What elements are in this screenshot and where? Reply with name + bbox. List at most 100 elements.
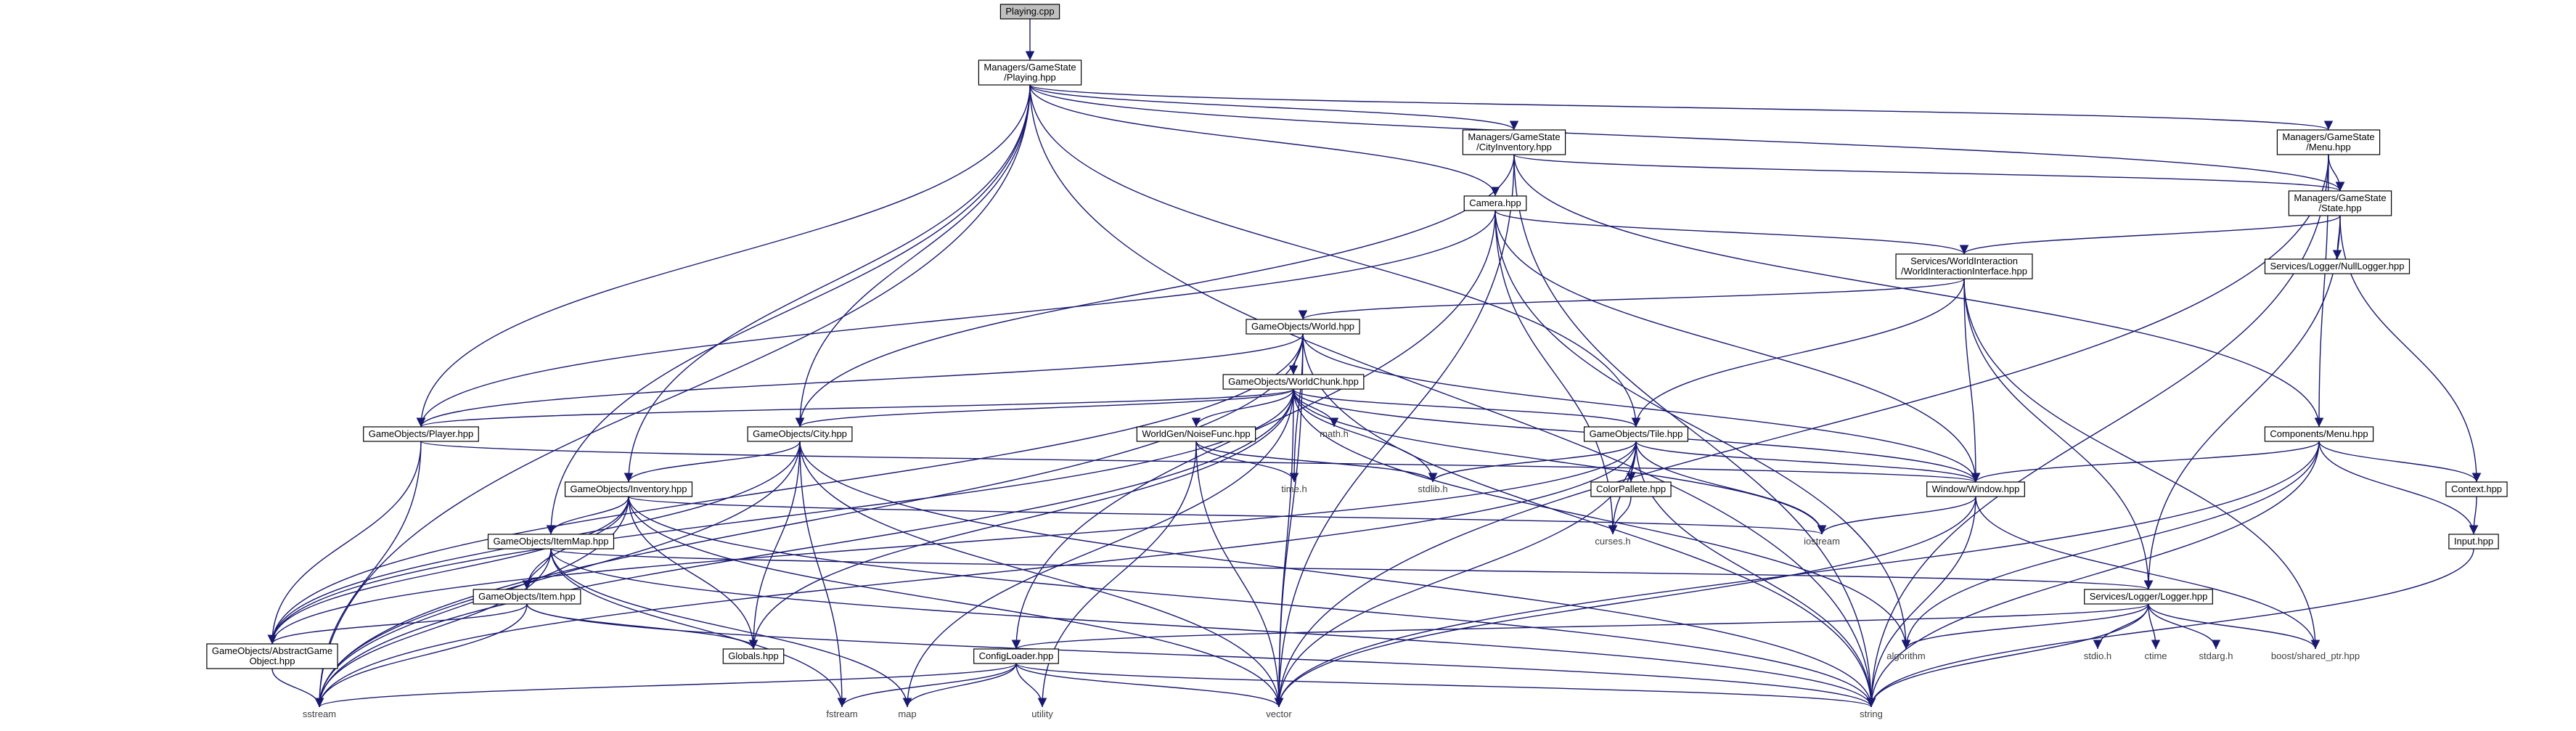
edge-configloader-hpp-to-map — [902, 663, 1017, 708]
node-vector[interactable]: vector — [1261, 707, 1296, 722]
node-label: /State.hpp — [2318, 203, 2361, 213]
edge-camera-hpp-to-curses-h — [1495, 210, 1618, 535]
node-globals-hpp[interactable]: Globals.hpp — [722, 648, 785, 664]
edge-logger-hpp-to-stdarg-h — [2148, 603, 2221, 650]
node-menu-hpp[interactable]: Managers/GameState/Menu.hpp — [2276, 129, 2381, 155]
node-shared-ptr-hpp[interactable]: boost/shared_ptr.hpp — [2266, 649, 2365, 663]
edge-colorpallete-hpp-to-curses-h — [1608, 496, 1632, 535]
node-logger-hpp[interactable]: Services/Logger/Logger.hpp — [2084, 589, 2213, 605]
edge-window-hpp-to-vector — [1274, 496, 1976, 708]
node-box — [2264, 426, 2374, 442]
edge-inventory-hpp-to-itemmap-hpp — [546, 496, 629, 535]
node-math-h[interactable]: math.h — [1314, 427, 1354, 441]
node-item-hpp[interactable]: GameObjects/Item.hpp — [473, 589, 581, 605]
node-label: Managers/GameState — [2294, 192, 2386, 203]
edge-city-hpp-to-inventory-hpp — [623, 441, 801, 483]
node-itemmap-hpp[interactable]: GameObjects/ItemMap.hpp — [487, 534, 615, 550]
node-fstream[interactable]: fstream — [821, 707, 862, 722]
edge-tile-hpp-to-iostream — [1635, 441, 1827, 535]
edge-tile-hpp-to-abstractgo-hpp — [267, 441, 1637, 645]
node-box — [473, 589, 581, 605]
node-label: curses.h — [1595, 536, 1630, 547]
edge-playing-hpp-to-cityinv-hpp — [1029, 84, 1519, 131]
edge-window-hpp-to-string — [1866, 496, 1976, 708]
node-label: Managers/GameState — [984, 62, 1076, 73]
node-player-hpp[interactable]: GameObjects/Player.hpp — [363, 426, 479, 442]
edge-window-hpp-to-iostream — [1817, 496, 1976, 535]
edge-configloader-hpp-to-string — [1015, 663, 1876, 708]
node-box — [1246, 319, 1360, 335]
edge-worldchunk-hpp-to-globals-hpp — [748, 388, 1294, 650]
node-city-hpp[interactable]: GameObjects/City.hpp — [747, 426, 853, 442]
node-camera-hpp[interactable]: Camera.hpp — [1463, 195, 1527, 211]
node-map[interactable]: map — [893, 707, 921, 722]
node-algorithm[interactable]: algorithm — [1881, 649, 1930, 663]
node-stdlib-h[interactable]: stdlib.h — [1412, 482, 1452, 497]
edge-worldchunk-hpp-to-city-hpp — [796, 388, 1294, 428]
node-label: GameObjects/Inventory.hpp — [571, 483, 687, 494]
node-sstream[interactable]: sstream — [298, 707, 341, 722]
edge-itemmap-hpp-to-logger-hpp — [550, 548, 2153, 590]
edge-menu-hpp-to-state-hpp — [2328, 154, 2345, 192]
node-compmenu-hpp[interactable]: Components/Menu.hpp — [2264, 426, 2374, 442]
edge-context-hpp-to-input-hpp — [2469, 496, 2479, 535]
node-stdio-h[interactable]: stdio.h — [2079, 649, 2117, 663]
node-label: /CityInventory.hpp — [1476, 142, 1552, 152]
node-tile-hpp[interactable]: GameObjects/Tile.hpp — [1583, 426, 1689, 442]
node-label: GameObjects/Tile.hpp — [1590, 428, 1683, 439]
edge-camera-hpp-to-wii-hpp — [1495, 210, 1969, 255]
node-label: Globals.hpp — [728, 650, 778, 661]
node-curses-h[interactable]: curses.h — [1590, 534, 1635, 549]
node-label: GameObjects/Item.hpp — [478, 591, 576, 602]
node-label: fstream — [826, 708, 857, 719]
edge-playing-hpp-to-string — [1029, 84, 1876, 708]
edge-configloader-hpp-to-vector — [1015, 663, 1284, 708]
edge-configloader-hpp-to-utility — [1015, 663, 1047, 708]
node-worldchunk-hpp[interactable]: GameObjects/WorldChunk.hpp — [1222, 374, 1365, 390]
node-playing-cpp[interactable]: Playing.cpp — [999, 4, 1060, 20]
node-input-hpp[interactable]: Input.hpp — [2448, 534, 2499, 550]
edge-logger-hpp-to-configloader-hpp — [1012, 603, 2149, 650]
edge-playing-hpp-to-state-hpp — [1029, 84, 2344, 192]
edge-inventory-hpp-to-string — [628, 496, 1876, 708]
node-noisefunc-hpp[interactable]: WorldGen/NoiseFunc.hpp — [1136, 426, 1256, 442]
node-box — [999, 4, 1060, 20]
node-label: iostream — [1804, 536, 1840, 547]
node-cityinv-hpp[interactable]: Managers/GameState/CityInventory.hpp — [1462, 129, 1566, 155]
node-wii-hpp[interactable]: Services/WorldInteraction/WorldInteracti… — [1895, 253, 2033, 279]
node-stdarg-h[interactable]: stdarg.h — [2194, 649, 2238, 663]
node-label: Components/Menu.hpp — [2270, 428, 2368, 439]
edge-worldchunk-hpp-to-iostream — [1293, 388, 1827, 535]
node-window-hpp[interactable]: Window/Window.hpp — [1926, 481, 2025, 497]
edge-noisefunc-hpp-to-utility — [1037, 441, 1197, 708]
node-label: boost/shared_ptr.hpp — [2271, 650, 2360, 661]
node-time-h[interactable]: time.h — [1276, 482, 1312, 497]
node-colorpallete-hpp[interactable]: ColorPallete.hpp — [1590, 481, 1672, 497]
edge-inventory-hpp-to-globals-hpp — [628, 496, 759, 650]
node-box — [1590, 481, 1672, 497]
node-inventory-hpp[interactable]: GameObjects/Inventory.hpp — [564, 481, 693, 497]
node-context-hpp[interactable]: Context.hpp — [2445, 481, 2508, 497]
node-label: Services/WorldInteraction — [1910, 256, 2018, 266]
node-utility[interactable]: utility — [1026, 707, 1058, 722]
node-configloader-hpp[interactable]: ConfigLoader.hpp — [973, 648, 1059, 664]
edge-city-hpp-to-globals-hpp — [748, 441, 801, 650]
edge-world-hpp-to-window-hpp — [1302, 333, 1981, 483]
node-ctime[interactable]: ctime — [2139, 649, 2172, 663]
edge-world-hpp-to-player-hpp — [416, 333, 1304, 428]
edge-input-hpp-to-string — [1866, 548, 2474, 708]
node-state-hpp[interactable]: Managers/GameState/State.hpp — [2288, 190, 2392, 216]
edge-playing-hpp-to-itemmap-hpp — [546, 84, 1031, 535]
node-playing-hpp[interactable]: Managers/GameState/Playing.hpp — [978, 60, 1082, 86]
node-world-hpp[interactable]: GameObjects/World.hpp — [1246, 319, 1360, 335]
node-nulllogger-hpp[interactable]: Services/Logger/NullLogger.hpp — [2264, 258, 2411, 274]
node-label: utility — [1031, 708, 1053, 719]
node-box — [2084, 589, 2213, 605]
node-iostream[interactable]: iostream — [1799, 534, 1845, 549]
node-box — [206, 643, 338, 669]
node-label: algorithm — [1886, 650, 1925, 661]
edge-noisefunc-hpp-to-stdlib-h — [1195, 441, 1438, 483]
node-string[interactable]: string — [1855, 707, 1888, 722]
